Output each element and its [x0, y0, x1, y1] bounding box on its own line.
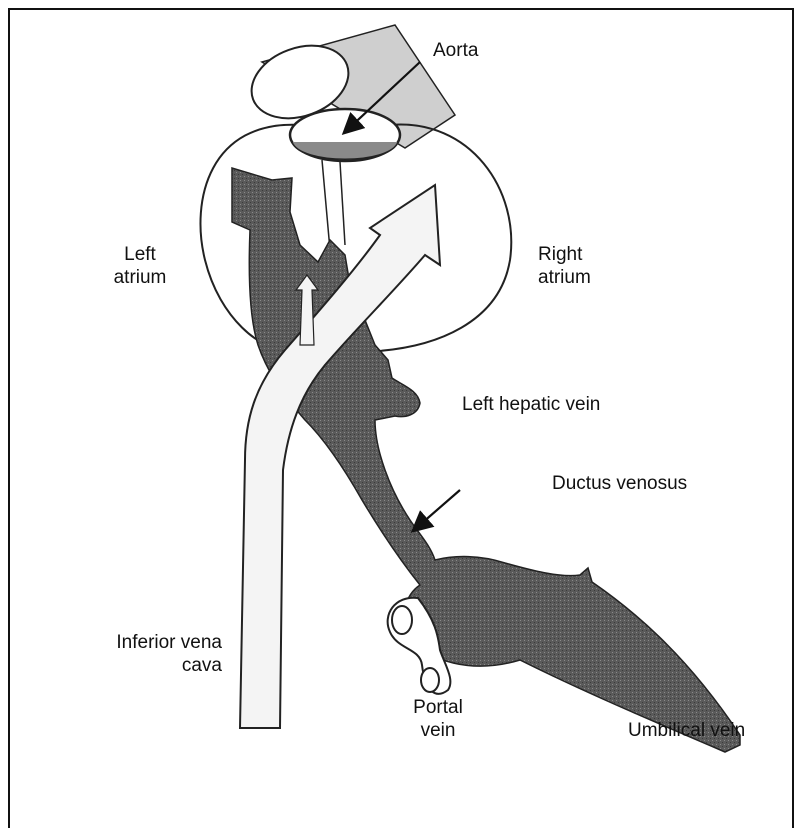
- ductus-venosus-label: Ductus venosus: [552, 472, 687, 495]
- aorta-label: Aorta: [433, 39, 478, 62]
- ductus-venosus-pointer-arrow: [414, 490, 460, 530]
- left-atrium-label-line2: atrium: [105, 266, 175, 289]
- ivc-label-line2: cava: [60, 654, 222, 677]
- left-atrium-label-line1: Left: [105, 243, 175, 266]
- left-hepatic-vein-label: Left hepatic vein: [462, 393, 600, 416]
- right-atrium-label-line2: atrium: [538, 266, 591, 289]
- ivc-label-line1: Inferior vena: [60, 631, 222, 654]
- right-atrium-label-line1: Right: [538, 243, 582, 266]
- umbilical-vein-label: Umbilical vein: [628, 719, 745, 742]
- portal-vein-label-line1: Portal: [398, 696, 478, 719]
- umbilical-ductus-vessel: [232, 168, 740, 752]
- portal-vein-label-line2: vein: [398, 719, 478, 742]
